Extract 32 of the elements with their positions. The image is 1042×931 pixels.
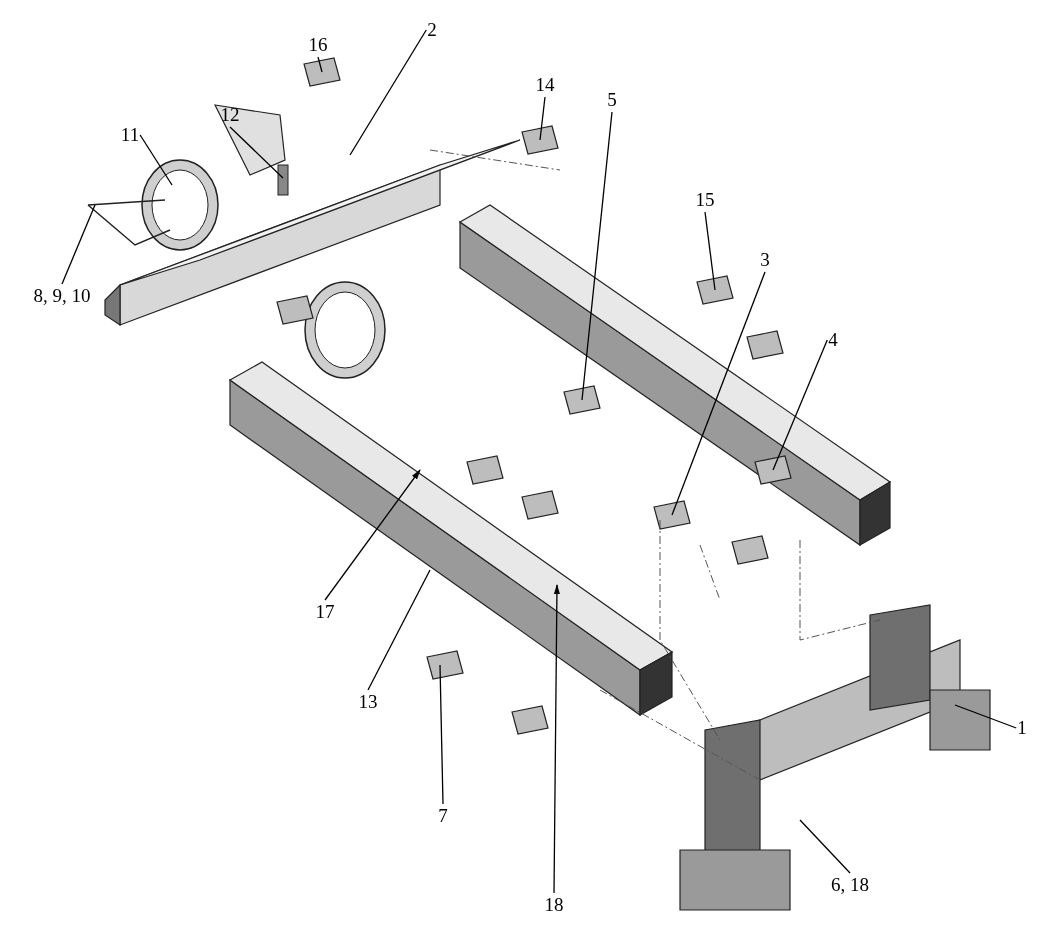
callout-number: 1 xyxy=(1017,717,1027,739)
leader-line xyxy=(317,56,323,73)
leader-line xyxy=(704,211,716,291)
callout-number: 13 xyxy=(358,691,378,713)
callout-number: 16 xyxy=(308,34,328,56)
leader-line xyxy=(439,664,444,805)
callout-number: 5 xyxy=(607,89,617,111)
callout-number: 17 xyxy=(315,601,335,623)
leader-line xyxy=(799,819,851,874)
callout-number: 2 xyxy=(427,19,437,41)
leader-line xyxy=(539,96,546,141)
leader-line xyxy=(229,126,284,179)
callout-number: 3 xyxy=(760,249,770,271)
leader-line xyxy=(367,569,431,691)
leader-line xyxy=(772,339,828,471)
callout-number: 11 xyxy=(120,124,140,146)
leader-line xyxy=(61,204,96,285)
callout-number: 18 xyxy=(544,894,564,916)
leader-line xyxy=(139,134,173,186)
leader-line xyxy=(349,29,427,156)
leader-line xyxy=(324,469,421,601)
callout-number: 7 xyxy=(438,805,448,827)
callout-number: 8, 9, 10 xyxy=(33,285,91,307)
callout-number: 14 xyxy=(535,74,555,96)
leader-line xyxy=(553,583,561,894)
callout-number: 4 xyxy=(828,329,838,351)
leader-line xyxy=(581,111,613,401)
callout-number: 6, 18 xyxy=(831,874,869,896)
callout-number: 12 xyxy=(220,104,240,126)
leader-line xyxy=(671,271,766,516)
leader-line xyxy=(954,704,1017,729)
callout-number: 15 xyxy=(695,189,715,211)
